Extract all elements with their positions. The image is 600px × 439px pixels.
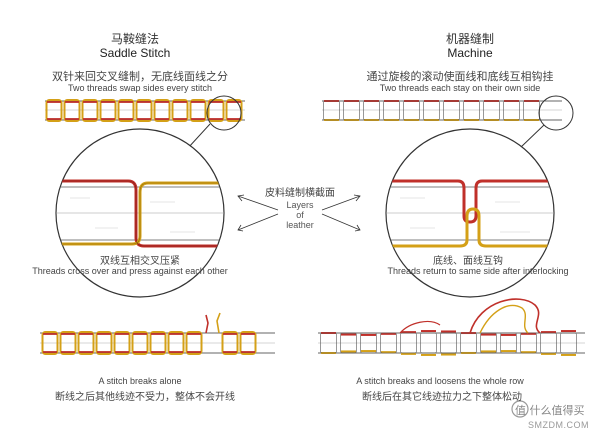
stitch-outline <box>343 100 360 121</box>
stitch-loop-yellow <box>41 331 59 355</box>
stitch-loop-yellow <box>239 331 257 355</box>
stitch-outline <box>500 332 517 354</box>
stitch-loop-yellow <box>225 99 243 122</box>
stitch-outline <box>360 332 377 354</box>
machine-stitch-strip <box>322 100 562 121</box>
machine-break-zh: 断线后在其它线迹拉力之下整体松动 <box>362 392 522 403</box>
stitch-outline <box>463 100 480 121</box>
stitch-outline <box>423 100 440 121</box>
stitch-outline <box>520 332 537 354</box>
stitch-loop-yellow <box>221 331 239 355</box>
machine-desc-en: Two threads each stay on their own side <box>379 83 541 93</box>
stitch-outline <box>420 332 437 354</box>
stitch-outline <box>323 100 340 121</box>
machine-magnifier-small-circle <box>519 95 574 149</box>
saddle-cross-section-magnified <box>55 128 225 298</box>
cross-section-label-en-3: leather <box>286 220 314 230</box>
saddle-detail-en: Threads cross over and press against eac… <box>32 266 228 276</box>
stitch-loop-yellow <box>77 331 95 355</box>
stitch-loop-yellow <box>131 331 149 355</box>
stitch-loop-yellow <box>95 331 113 355</box>
machine-detail-zh: 底线、面线互钩 <box>433 256 503 267</box>
stitch-loop-yellow <box>185 331 203 355</box>
stitch-loop-yellow <box>63 99 81 122</box>
saddle-title-en: Saddle Stitch <box>99 46 171 60</box>
stitch-loop-yellow <box>113 331 131 355</box>
stitch-outline <box>320 332 337 354</box>
watermark-text-en: SMZDM.COM <box>528 420 589 430</box>
stitch-loop-yellow <box>81 99 99 122</box>
watermark-text-zh: 值 什么值得买 <box>515 404 585 417</box>
saddle-desc-zh: 双针来回交叉缝制，无底线面线之分 <box>52 70 228 83</box>
stitch-outline <box>440 332 457 354</box>
stitch-outline <box>503 100 520 121</box>
saddle-title-zh: 马鞍缝法 <box>110 32 160 46</box>
broken-thread-end <box>216 312 221 334</box>
cross-section-label-zh: 皮料缝制横截面 <box>265 188 335 199</box>
stitch-loop-yellow <box>45 99 63 122</box>
saddle-break-zh: 断线之后其他线迹不受力，整体不会开线 <box>55 392 235 403</box>
machine-break-en: A stitch breaks and loosens the whole ro… <box>356 376 524 386</box>
machine-title-en: Machine <box>447 46 493 60</box>
stitch-outline <box>460 332 477 354</box>
stitch-outline <box>400 332 417 354</box>
loose-thread-red <box>469 298 541 334</box>
stitch-outline <box>560 332 577 354</box>
stitch-loop-yellow <box>167 331 185 355</box>
center-arrows <box>237 194 361 232</box>
saddle-detail-zh: 双线互相交叉压紧 <box>100 256 180 267</box>
stitch-outline <box>523 100 540 121</box>
stitch-loop-yellow <box>189 99 207 122</box>
stitch-loop-yellow <box>117 99 135 122</box>
stitch-outline <box>480 332 497 354</box>
loose-thread-yellow <box>479 304 529 334</box>
saddle-break-en: A stitch breaks alone <box>98 376 182 386</box>
machine-detail-en: Threads return to same side after interl… <box>387 266 569 276</box>
stitch-loop-yellow <box>135 99 153 122</box>
stitch-outline <box>540 332 557 354</box>
machine-desc-zh: 通过旋梭的滚动使面线和底线互相钩挂 <box>366 70 554 83</box>
saddle-broken-strip <box>40 312 275 355</box>
stitch-loop-yellow <box>153 99 171 122</box>
stitch-loop-yellow <box>149 331 167 355</box>
stitch-loop-yellow <box>99 99 117 122</box>
loose-thread-red <box>399 320 441 334</box>
cross-section-label-en-1: Layers <box>286 200 314 210</box>
machine-broken-strip <box>318 298 585 356</box>
stitch-outline <box>383 100 400 121</box>
stitch-outline <box>483 100 500 121</box>
watermark-logo <box>511 400 529 418</box>
saddle-magnifier-small-circle <box>187 95 242 149</box>
stitch-loop-yellow <box>171 99 189 122</box>
stitch-outline <box>443 100 460 121</box>
saddle-desc-en: Two threads swap sides every stitch <box>67 83 213 93</box>
broken-thread-end <box>205 314 209 334</box>
stitch-outline <box>380 332 397 354</box>
stitch-loop-yellow <box>59 331 77 355</box>
stitch-outline <box>403 100 420 121</box>
machine-title-zh: 机器缝制 <box>445 32 495 46</box>
stitch-outline <box>363 100 380 121</box>
machine-cross-section-magnified <box>385 128 555 298</box>
cross-section-label-en-2: of <box>296 210 304 220</box>
stitch-outline <box>340 332 357 354</box>
stitch-loop-yellow <box>207 99 225 122</box>
saddle-stitch-strip <box>45 99 245 122</box>
